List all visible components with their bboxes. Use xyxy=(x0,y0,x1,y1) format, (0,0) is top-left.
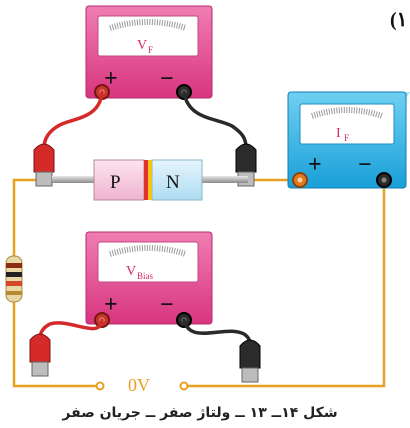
vf-meter: V F + − xyxy=(85,5,213,100)
if-plus-label: + xyxy=(308,152,322,178)
vbias-minus-label: − xyxy=(160,292,174,318)
source-right-terminal xyxy=(179,381,189,391)
clip-vbias-black[interactable] xyxy=(239,339,261,383)
vbias-plus-label: + xyxy=(104,292,118,318)
source-voltage-label: 0V xyxy=(128,375,150,395)
vf-minus-label: − xyxy=(160,66,174,92)
junction-yellow-band xyxy=(148,160,152,200)
vf-subscript: F xyxy=(148,45,153,55)
if-meter: I F + − xyxy=(287,91,410,189)
diode-p-label: P xyxy=(110,172,121,193)
diode-p-region xyxy=(93,159,145,201)
diode-lead-left xyxy=(52,176,94,183)
diode: P N xyxy=(52,159,248,201)
source-terminals: 0V xyxy=(95,375,189,395)
figure-caption: شکل ۱۴ــ ۱۳ ــ ولتاژ صفر ــ جریان صفر xyxy=(61,405,337,421)
diode-n-region xyxy=(151,159,203,201)
if-symbol: I xyxy=(336,126,341,141)
wire-right-vertical xyxy=(186,180,386,388)
wire-left-vertical xyxy=(12,178,98,388)
source-left-terminal xyxy=(95,381,105,391)
junction-red-band xyxy=(144,160,148,200)
if-subscript: F xyxy=(344,133,349,143)
clip-vf-red[interactable] xyxy=(33,143,55,187)
diode-lead-right xyxy=(202,176,248,183)
vf-plus-label: + xyxy=(104,66,118,92)
vbias-symbol: V xyxy=(126,264,136,279)
diode-n-label: N xyxy=(166,172,180,193)
vf-red-lead xyxy=(42,90,104,150)
vf-black-lead xyxy=(182,90,248,150)
clip-vbias-red[interactable] xyxy=(29,333,51,377)
if-minus-label: − xyxy=(358,152,372,178)
vbias-meter: V Bias + − xyxy=(85,231,213,328)
corner-label: (۱ xyxy=(390,9,407,31)
vf-symbol: V xyxy=(137,38,147,53)
vbias-subscript: Bias xyxy=(137,271,153,281)
resistor xyxy=(5,255,23,303)
